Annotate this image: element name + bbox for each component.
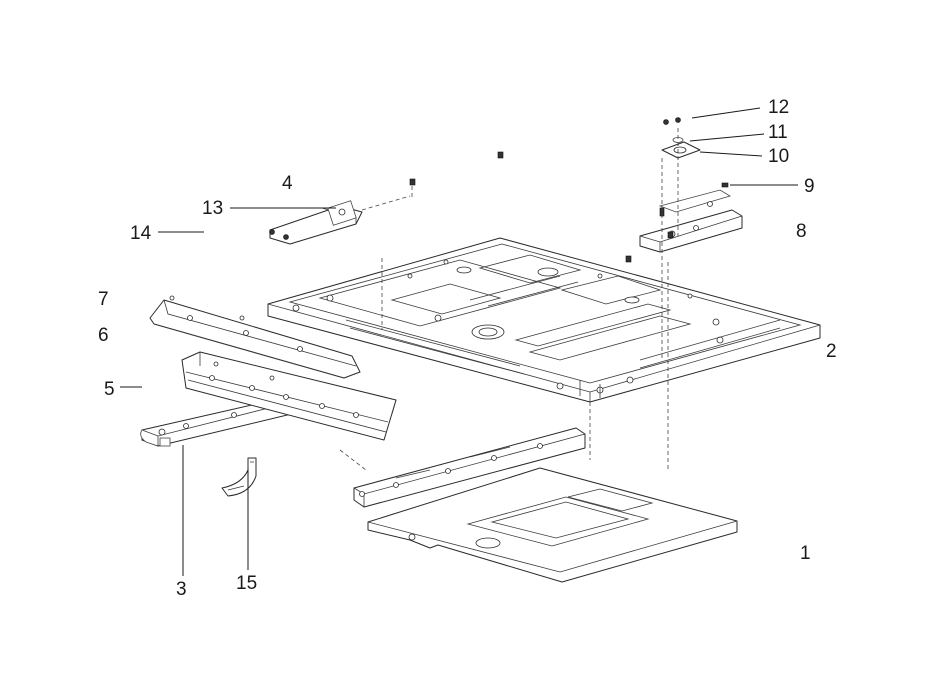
callout-4: 4 — [282, 173, 293, 194]
callout-3: 3 — [176, 579, 187, 600]
callout-11: 11 — [768, 122, 788, 143]
callout-14: 14 — [130, 223, 152, 244]
part-1-front-rail — [353, 427, 586, 508]
part-2-main-chassis — [267, 237, 821, 403]
callout-7: 7 — [98, 289, 109, 310]
callout-13: 13 — [202, 198, 224, 219]
loose-screws — [409, 151, 674, 263]
assembly-lines — [339, 128, 679, 471]
callout-9: 9 — [804, 176, 815, 197]
callout-1: 1 — [800, 543, 811, 564]
part-5-slide-bracket — [181, 351, 397, 441]
part-6-seat-rail — [149, 295, 361, 379]
callout-8: 8 — [796, 221, 807, 242]
callout-15: 15 — [236, 573, 258, 594]
callout-6: 6 — [98, 325, 109, 346]
callout-10: 10 — [768, 146, 790, 167]
parts-10-12-hardware — [659, 117, 729, 217]
leader-lines — [120, 107, 798, 576]
part-15-clip — [221, 457, 257, 497]
callout-2: 2 — [826, 341, 837, 362]
part-13-front-bracket — [269, 195, 411, 245]
part-8-rear-bracket — [639, 189, 743, 253]
part-1-floor-panel — [367, 467, 738, 583]
callout-12: 12 — [768, 97, 790, 118]
callout-5: 5 — [104, 379, 115, 400]
